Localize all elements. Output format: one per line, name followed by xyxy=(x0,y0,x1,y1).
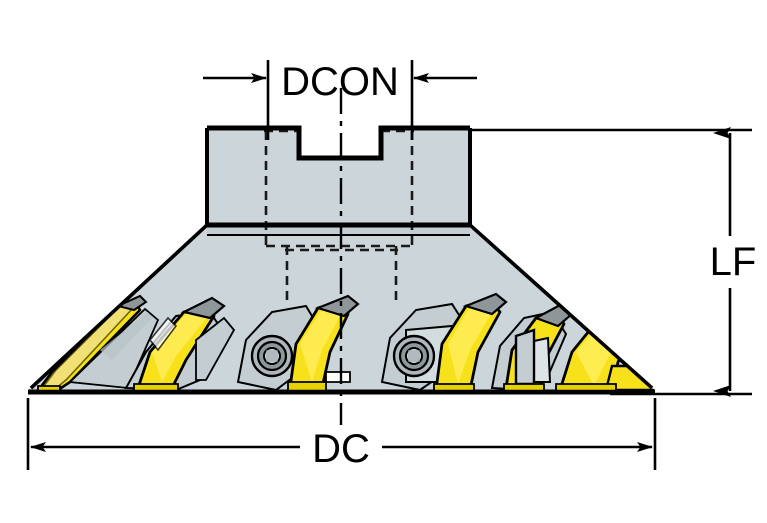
insert-station-2 xyxy=(124,296,236,393)
insert-station-5 xyxy=(490,302,574,393)
insert-station-4 xyxy=(380,292,508,393)
insert-seat-shadow-2 xyxy=(148,316,178,352)
dimension-dc: DC xyxy=(26,398,657,471)
insert-top-land-4 xyxy=(462,292,508,316)
dc-label: DC xyxy=(312,427,370,471)
dcon-label: DCON xyxy=(281,60,399,104)
insert-clamp-finger-5 xyxy=(514,328,536,386)
insert-top-land-3 xyxy=(314,294,360,318)
clamp-screw-3 xyxy=(250,334,294,378)
pocket-back-wall-2 xyxy=(195,316,236,381)
insert-chipface-3 xyxy=(300,306,341,382)
insert-station-3 xyxy=(236,294,360,393)
insert-chipface-4 xyxy=(448,304,492,384)
insert-top-chamfer-1 xyxy=(114,294,148,312)
hidden-counterbore-lines xyxy=(266,244,412,300)
pocket-wall-1 xyxy=(100,312,152,360)
dimension-lf: LF xyxy=(472,127,757,397)
dimension-dcon: DCON xyxy=(203,60,477,140)
insert-stations xyxy=(37,292,655,393)
lf-label: LF xyxy=(710,240,757,284)
insert-top-land-2 xyxy=(180,296,226,320)
clamp-screw-4 xyxy=(392,334,436,378)
pocket-lip-3 xyxy=(325,371,351,383)
silhouette-restroke xyxy=(29,223,654,390)
insert-chipface-2 xyxy=(152,309,208,382)
insert-top-land-6 xyxy=(603,296,646,322)
